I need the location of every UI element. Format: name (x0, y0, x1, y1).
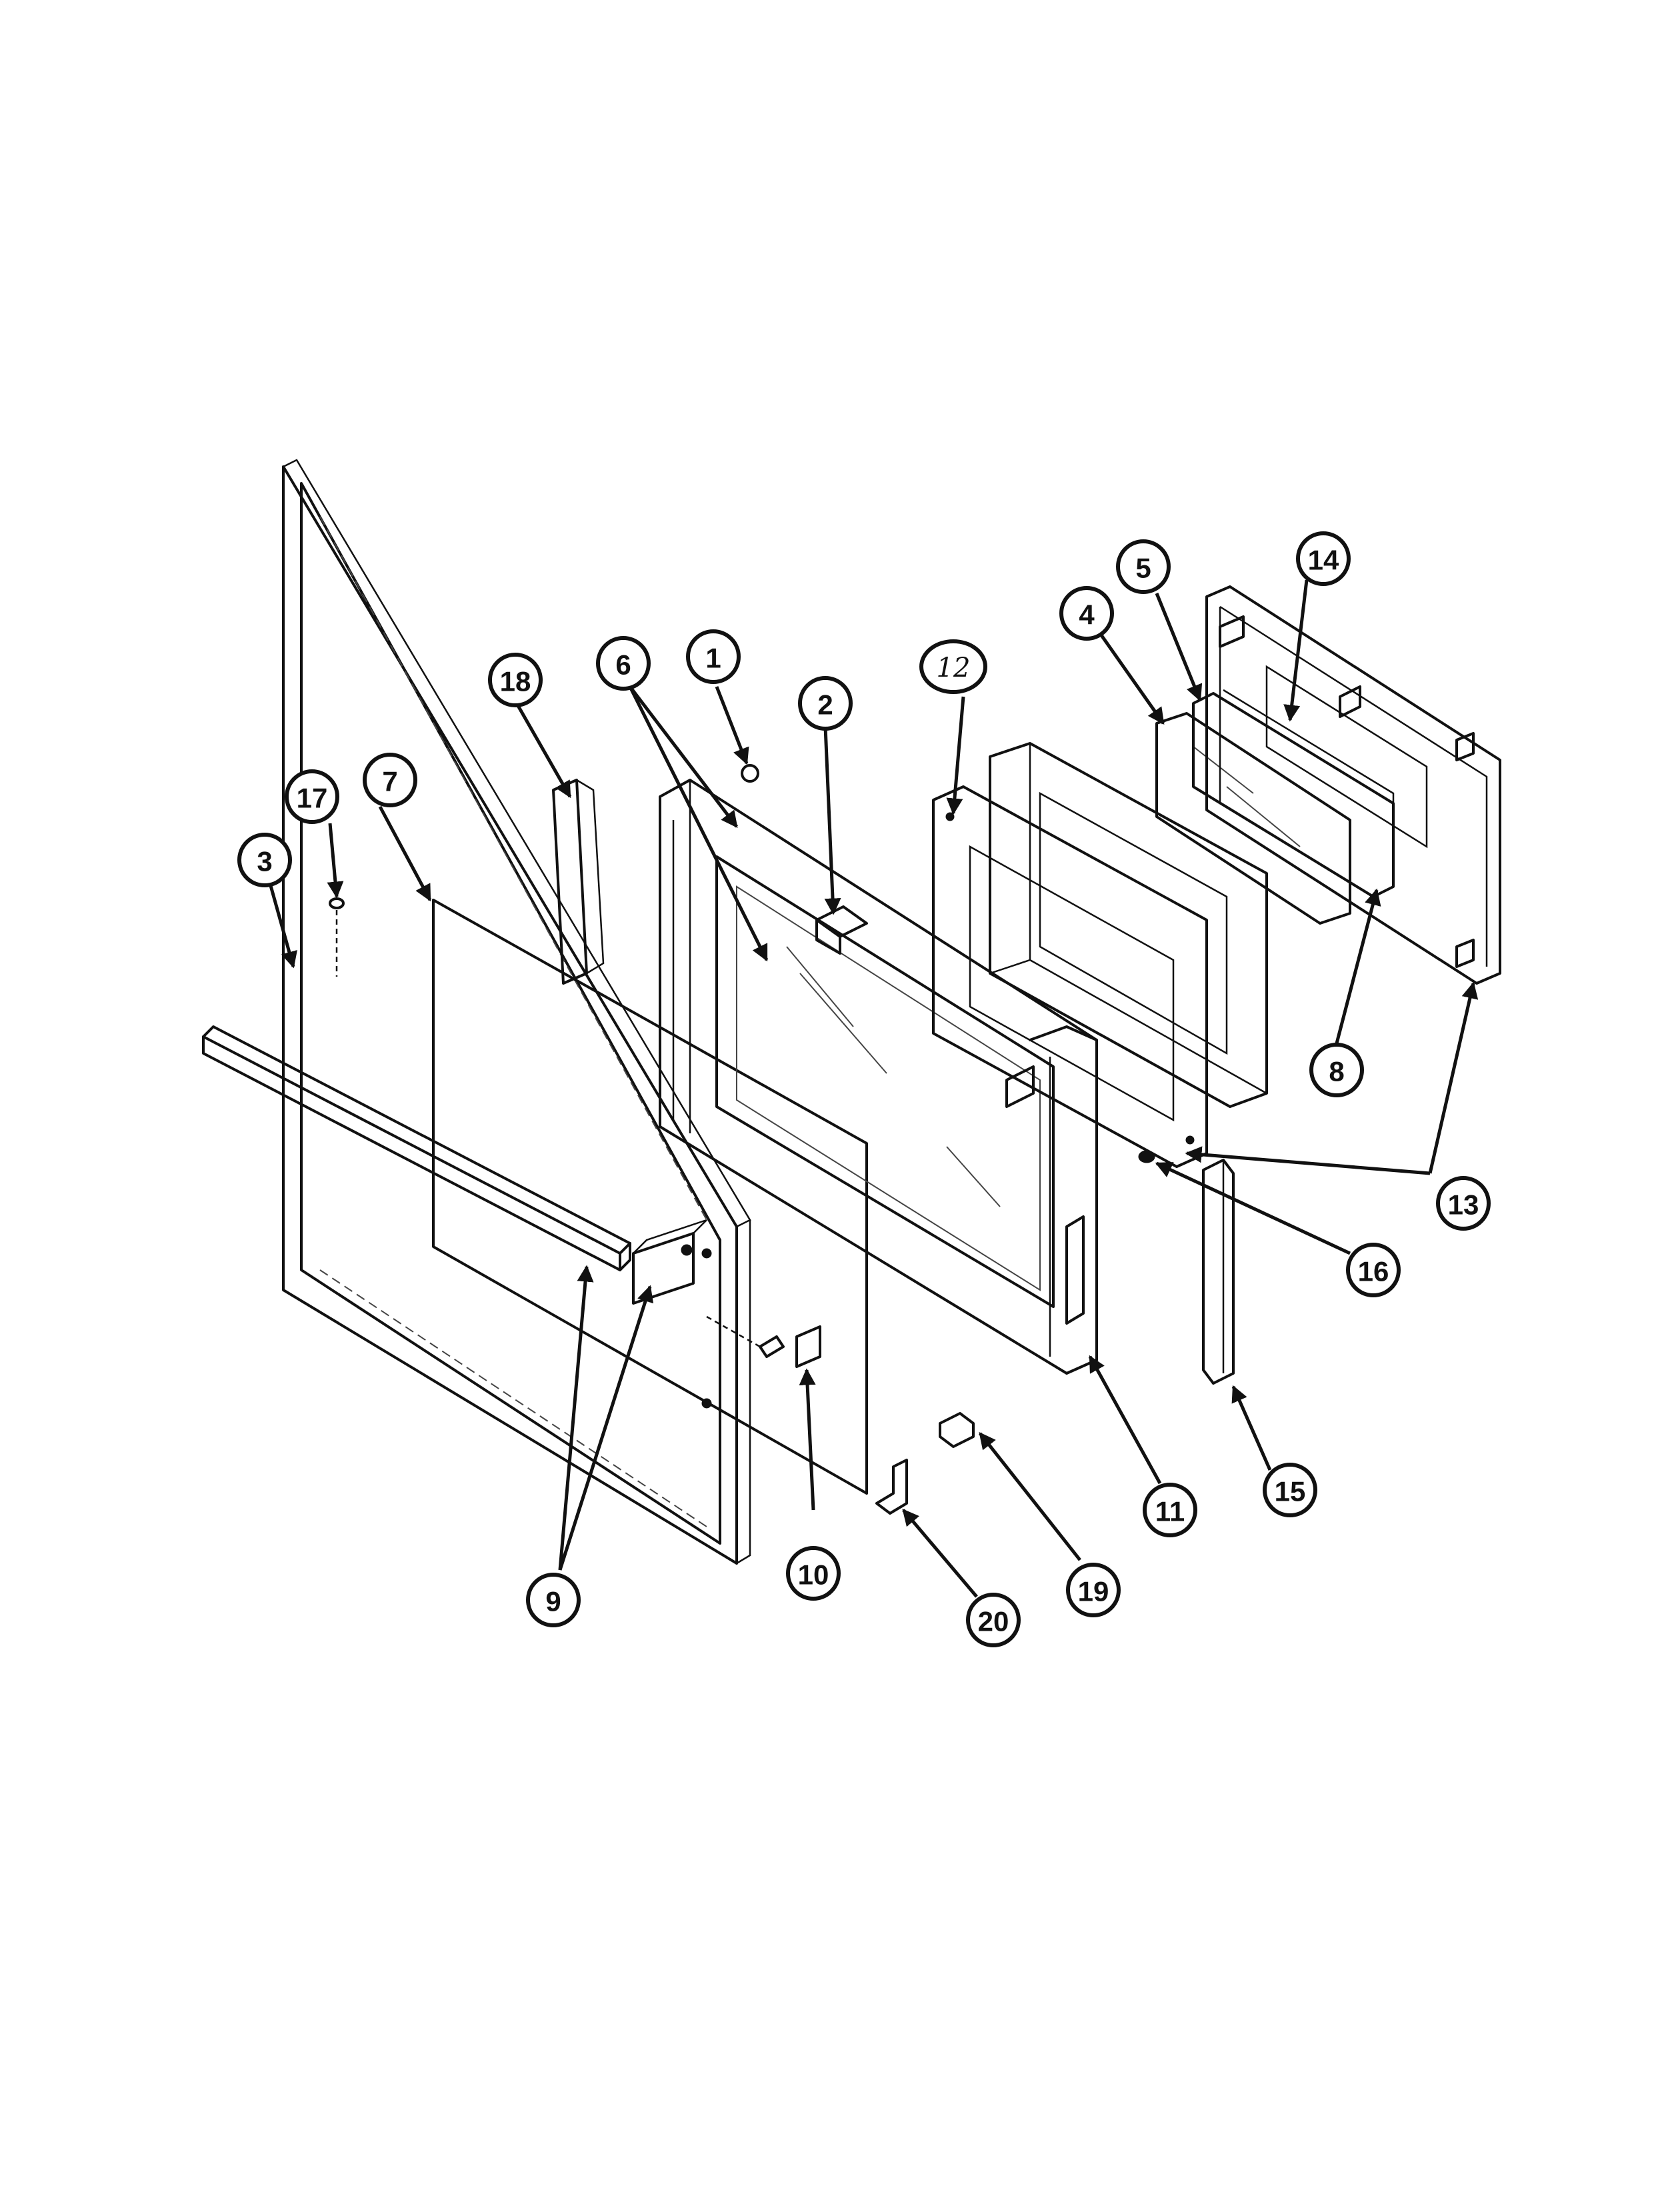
nut-top (741, 764, 759, 783)
callout-label-18: 18 (500, 666, 531, 697)
leader-lines (268, 579, 1479, 1598)
callout-20: 20 (966, 1593, 1021, 1647)
callout-label-19: 19 (1078, 1576, 1109, 1607)
l-bracket (875, 1459, 908, 1515)
callout-label-12: 12 (937, 653, 971, 683)
door-handle (202, 1025, 707, 1305)
callout-1: 1 (686, 629, 741, 684)
inner-glass-frame (932, 785, 1208, 1168)
callout-2: 2 (798, 676, 853, 731)
callout-label-1: 1 (705, 643, 721, 674)
callout-10: 10 (786, 1546, 841, 1601)
callout-label-13: 13 (1448, 1189, 1479, 1221)
callout-label-20: 20 (978, 1606, 1009, 1637)
stop-block (939, 1412, 975, 1448)
inner-door-panel (659, 779, 1098, 1375)
callout-label-15: 15 (1275, 1476, 1306, 1507)
screw-top (329, 897, 345, 977)
callout-14: 14 (1296, 531, 1351, 586)
callout-19: 19 (1066, 1563, 1121, 1617)
glass-pack-box (989, 742, 1268, 1108)
callout-9: 9 (526, 1573, 581, 1627)
callout-label-3: 3 (257, 846, 272, 877)
side-trim-strip (552, 779, 605, 985)
callout-6: 6 (596, 636, 651, 691)
glass-panel (1155, 712, 1351, 925)
outer-back-panel (1205, 585, 1501, 985)
callout-label-11: 11 (1155, 1496, 1185, 1527)
callout-label-14: 14 (1308, 545, 1339, 576)
label-plate (795, 1325, 821, 1368)
callout-3: 3 (237, 833, 292, 887)
nut-side (1138, 1150, 1155, 1163)
callout-label-10: 10 (798, 1559, 829, 1591)
insulation-panel (432, 899, 868, 1495)
callout-15: 15 (1263, 1463, 1317, 1517)
callout-label-5: 5 (1135, 553, 1151, 584)
callout-12: 12 (919, 639, 987, 694)
callout-18: 18 (488, 653, 543, 707)
callout-4: 4 (1059, 586, 1114, 641)
callout-label-6: 6 (615, 649, 631, 681)
callout-label-7: 7 (382, 766, 397, 797)
callout-label-2: 2 (817, 689, 833, 721)
callout-7: 7 (363, 753, 417, 807)
callout-label-8: 8 (1329, 1056, 1344, 1087)
gasket-and-glass (1192, 665, 1428, 898)
screw-front (706, 1315, 785, 1358)
callout-label-9: 9 (545, 1586, 561, 1617)
callout-8: 8 (1309, 1043, 1364, 1097)
callout-label-4: 4 (1079, 599, 1095, 631)
callout-label-17: 17 (297, 783, 328, 814)
callout-11: 11 (1143, 1483, 1197, 1537)
callout-16: 16 (1346, 1243, 1401, 1297)
callout-17: 17 (285, 769, 339, 824)
callout-5: 5 (1116, 539, 1171, 594)
callout-13: 13 (1436, 1176, 1491, 1231)
callout-label-16: 16 (1358, 1256, 1389, 1287)
outer-door-frame (282, 459, 751, 1565)
